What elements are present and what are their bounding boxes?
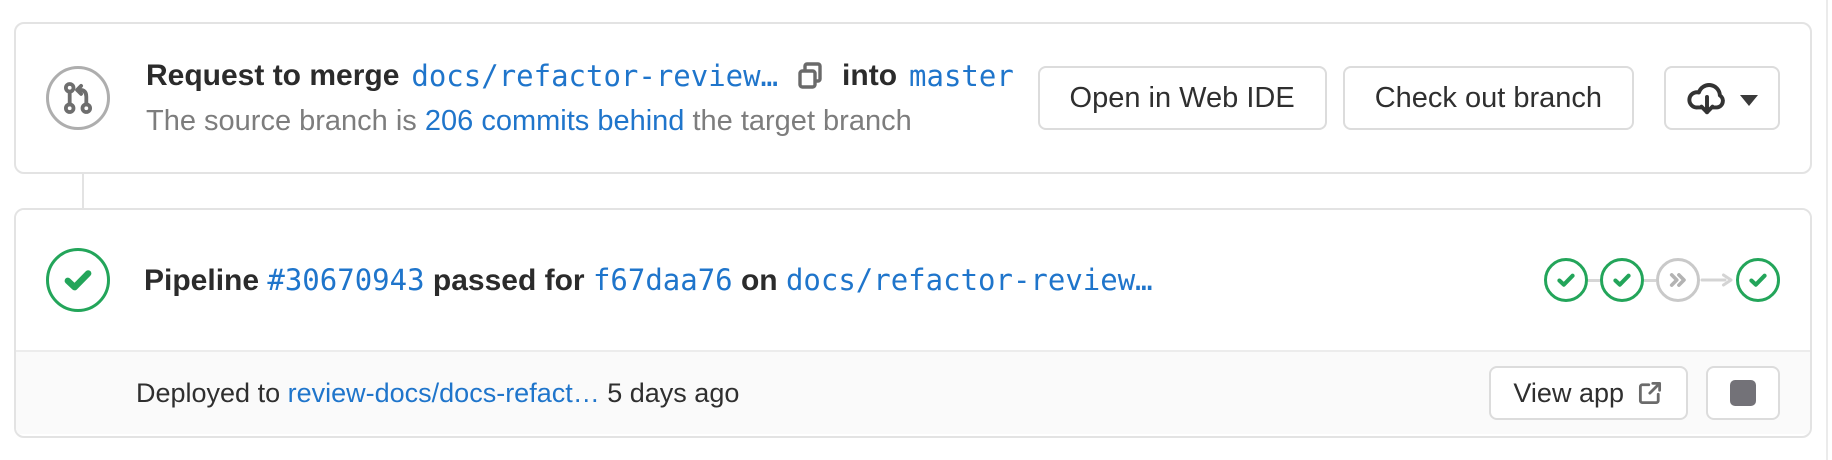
subtitle-suffix: the target branch [692, 104, 912, 137]
subtitle-prefix: The source branch is [146, 104, 417, 137]
pipeline-mini-graph [1544, 258, 1780, 302]
source-branch-link[interactable]: docs/refactor-review… [411, 58, 779, 93]
view-app-label: View app [1513, 377, 1624, 408]
pipeline-label: Pipeline [144, 263, 260, 297]
deployment-row: Deployed to review-docs/docs-refact… 5 d… [16, 350, 1810, 434]
into-label: into [842, 58, 898, 92]
merge-request-header-card: Request to merge docs/refactor-review… i… [14, 22, 1812, 174]
card-connector-line [82, 174, 84, 208]
stop-icon [1730, 380, 1756, 406]
stop-environment-button[interactable] [1706, 366, 1780, 420]
merge-request-icon [46, 66, 110, 130]
pipeline-stage-skipped-icon[interactable] [1656, 258, 1700, 302]
external-link-icon [1636, 379, 1664, 407]
cloud-download-icon [1686, 77, 1728, 119]
stage-connector-line [1588, 278, 1600, 282]
deployment-summary: Deployed to review-docs/docs-refact… 5 d… [136, 378, 739, 409]
view-app-button[interactable]: View app [1489, 366, 1688, 420]
stage-connector-line [1644, 278, 1656, 282]
pipeline-stage-passed-icon[interactable] [1600, 258, 1644, 302]
pipeline-card: Pipeline #30670943 passed for f67daa76 o… [14, 208, 1812, 438]
commit-sha-link[interactable]: f67daa76 [592, 262, 733, 297]
deployment-time-ago: 5 days ago [607, 377, 740, 408]
download-dropdown-button[interactable] [1664, 66, 1780, 130]
deployment-actions: View app [1489, 366, 1780, 420]
page-edge-divider [1826, 0, 1828, 460]
pipeline-row: Pipeline #30670943 passed for f67daa76 o… [16, 210, 1810, 350]
pipeline-summary: Pipeline #30670943 passed for f67daa76 o… [144, 263, 1153, 298]
pipeline-stage-passed-icon[interactable] [1544, 258, 1588, 302]
open-in-web-ide-button[interactable]: Open in Web IDE [1037, 66, 1327, 130]
request-to-merge-label: Request to merge [146, 58, 400, 92]
copy-branch-name-icon[interactable] [794, 60, 826, 92]
target-branch-link[interactable]: master [909, 58, 1014, 93]
check-out-branch-button[interactable]: Check out branch [1342, 66, 1634, 130]
chevron-down-icon [1740, 94, 1758, 106]
passed-for-label: passed for [432, 263, 585, 297]
stage-connector-arrow [1700, 272, 1736, 288]
on-label: on [740, 263, 778, 297]
pipeline-branch-link[interactable]: docs/refactor-review… [785, 262, 1153, 297]
merge-request-actions: Open in Web IDE Check out branch [1037, 66, 1780, 130]
pipeline-status-passed-icon[interactable] [46, 248, 110, 312]
pipeline-id-link[interactable]: #30670943 [267, 262, 425, 297]
merge-request-text-block: Request to merge docs/refactor-review… i… [146, 59, 1014, 138]
pipeline-stage-passed-icon[interactable] [1736, 258, 1780, 302]
branch-status-subtitle: The source branch is 206 commits behind … [146, 105, 1014, 138]
deployed-to-label: Deployed to [136, 377, 281, 408]
environment-link[interactable]: review-docs/docs-refact… [287, 377, 600, 408]
merge-request-title: Request to merge docs/refactor-review… i… [146, 59, 1014, 93]
commits-behind-link[interactable]: 206 commits behind [424, 104, 685, 137]
